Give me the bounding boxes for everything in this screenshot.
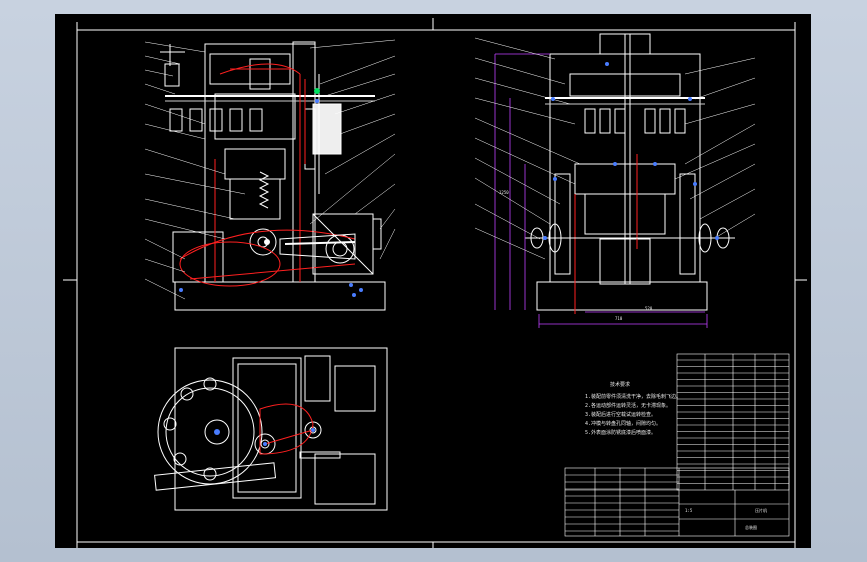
drawing-sheet: 1250 710 520 bbox=[55, 14, 811, 548]
drawing-border bbox=[76, 29, 796, 543]
assembly-drawing: 1250 710 520 bbox=[63, 18, 807, 548]
height-dimension: 1250 bbox=[499, 190, 509, 195]
base-dimension: 520 bbox=[645, 306, 653, 311]
notes-line-5: 5.外表面涂防锈底漆后喷面漆。 bbox=[585, 429, 656, 436]
side-view: 1250 710 520 bbox=[474, 33, 756, 328]
technical-notes: 技术要求 1.装配前零件须清洗干净，去除毛刺飞边。 2.各运动部件运转灵活，无卡… bbox=[585, 381, 681, 436]
notes-line-4: 4.冲模与转盘孔同轴，间隙均匀。 bbox=[585, 420, 661, 427]
title-drawing-no: 总装图 bbox=[745, 524, 757, 530]
width-dimension: 710 bbox=[615, 316, 623, 321]
title-block bbox=[564, 467, 790, 537]
title-name: 压片机 bbox=[755, 507, 767, 513]
centering-marks bbox=[63, 18, 807, 548]
notes-title: 技术要求 bbox=[610, 381, 630, 388]
notes-line-3: 3.装配后进行空载试运转检查。 bbox=[585, 411, 656, 418]
notes-line-1: 1.装配前零件须清洗干净，去除毛刺飞边。 bbox=[585, 393, 681, 400]
motor-body bbox=[312, 103, 342, 155]
top-view bbox=[154, 347, 388, 511]
title-scale: 1:5 bbox=[685, 508, 693, 513]
parts-list bbox=[676, 353, 790, 491]
front-view bbox=[144, 39, 396, 311]
notes-line-2: 2.各运动部件运转灵活，无卡滞现象。 bbox=[585, 402, 671, 409]
